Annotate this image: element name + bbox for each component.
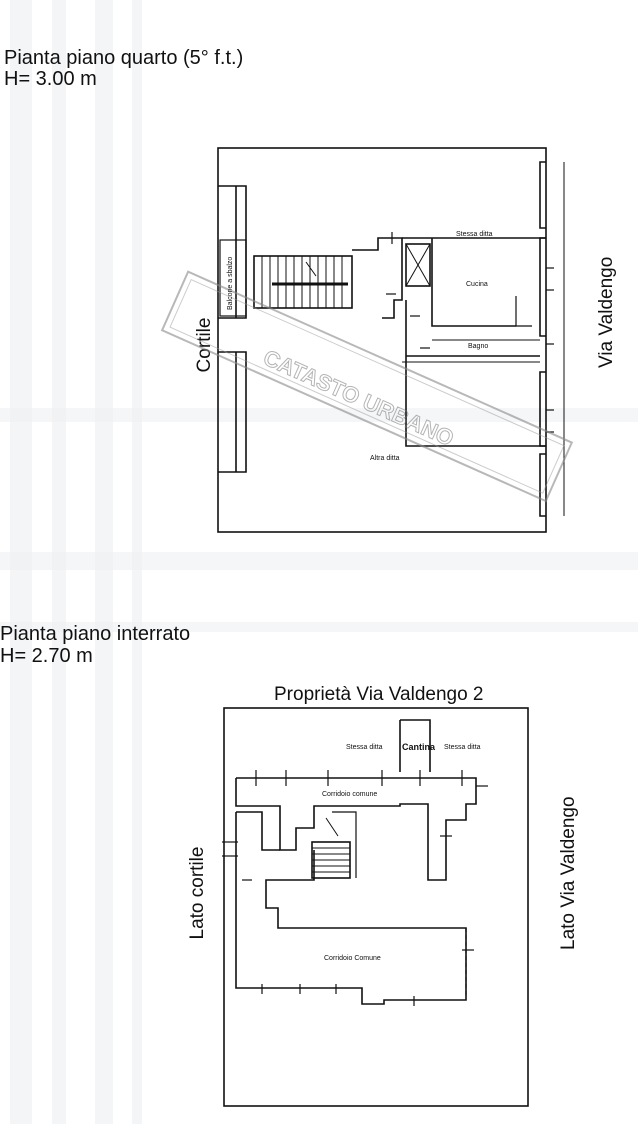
basement-title: Pianta piano interrato xyxy=(0,623,191,645)
floor4-staircase xyxy=(253,255,353,309)
room-same-owner-right: Stessa ditta xyxy=(444,744,481,751)
floor4-right-wall-recess xyxy=(539,161,546,229)
basement-outline xyxy=(223,707,529,1107)
svg-text:CATASTO URBANO: CATASTO URBANO xyxy=(260,345,458,451)
scan-band xyxy=(0,408,638,422)
floor4-title: Pianta piano quarto (5° f.t.) xyxy=(4,47,244,69)
floor4-apartment-wall xyxy=(405,300,546,447)
room-corridor-upper: Corridoio comune xyxy=(322,791,377,798)
room-cellar: Cantina xyxy=(402,742,436,752)
room-balcony: Balcone a sbalzo xyxy=(227,257,234,310)
basement-height: H= 2.70 m xyxy=(0,645,93,667)
floor4-left-wall-recess xyxy=(218,351,247,473)
room-same-owner-left: Stessa ditta xyxy=(346,744,383,751)
diagonal-stamp xyxy=(160,270,574,503)
basement-plan xyxy=(222,707,529,1107)
floor4-right-wall-recess xyxy=(539,453,546,517)
basement-room-labels: Stessa ditta Cantina Stessa ditta Corrid… xyxy=(322,742,481,962)
basement-cellar xyxy=(400,719,431,772)
floor4-balcony xyxy=(219,239,247,317)
floor4-plan xyxy=(217,147,565,533)
stamp-lettering: CATASTO URBANO xyxy=(259,344,458,451)
basement-top-label: Proprietà Via Valdengo 2 xyxy=(274,684,484,705)
room-kitchen: Cucina xyxy=(466,281,488,288)
room-other-owner: Altra ditta xyxy=(370,455,400,462)
room-corridor-lower: Corridoio Comune xyxy=(324,955,381,962)
floor4-right-wall-recess xyxy=(539,237,546,337)
scan-band xyxy=(0,622,638,632)
floor4-landing-wall xyxy=(352,237,403,319)
scan-band xyxy=(0,552,638,570)
room-bathroom: Bagno xyxy=(468,343,488,350)
basement-lower-corridor xyxy=(235,812,467,1005)
floor4-lift xyxy=(405,243,431,287)
floor4-height: H= 3.00 m xyxy=(4,68,97,90)
room-same-owner: Stessa ditta xyxy=(456,231,493,238)
floor4-outline xyxy=(217,147,547,533)
floor4-room-labels: Balcone a sbalzo Stessa ditta Cucina Bag… xyxy=(227,231,493,462)
